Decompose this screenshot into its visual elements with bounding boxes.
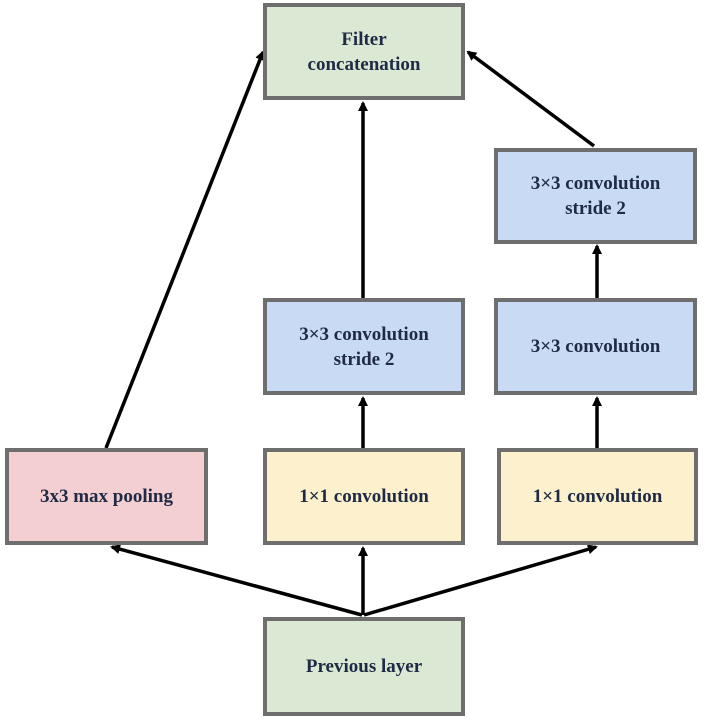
previous-layer-label: Previous layer (305, 656, 423, 677)
max-pooling-node: 3x3 max pooling (5, 448, 208, 545)
arrow-conv3x3-s2-right-to-concat (466, 50, 596, 148)
conv1x1-right-label: 1×1 convolution (532, 486, 663, 507)
conv3x3-right-node: 3×3 convolution (494, 298, 697, 395)
filter-concatenation-node: Filter concatenation (263, 3, 465, 100)
conv3x3-stride2-right-label: 3×3 convolution stride 2 (530, 173, 661, 219)
arrow-previous-to-conv1x1-right (363, 544, 598, 617)
conv3x3-stride2-mid-label: 3×3 convolution stride 2 (299, 323, 429, 370)
conv3x3-right-label: 3×3 convolution (530, 336, 661, 357)
conv1x1-mid-label: 1×1 convolution (299, 486, 429, 507)
arrow-maxpool-to-concat (104, 50, 265, 449)
max-pooling-label: 3x3 max pooling (39, 486, 174, 507)
conv1x1-mid-node: 1×1 convolution (263, 448, 465, 545)
conv3x3-stride2-mid-node: 3×3 convolution stride 2 (263, 298, 465, 395)
conv1x1-right-node: 1×1 convolution (497, 448, 698, 545)
arrow-previous-to-maxpool (110, 544, 363, 617)
previous-layer-node: Previous layer (263, 617, 465, 716)
conv3x3-stride2-right-node: 3×3 convolution stride 2 (494, 148, 697, 244)
filter-concatenation-label: Filter concatenation (307, 28, 421, 75)
